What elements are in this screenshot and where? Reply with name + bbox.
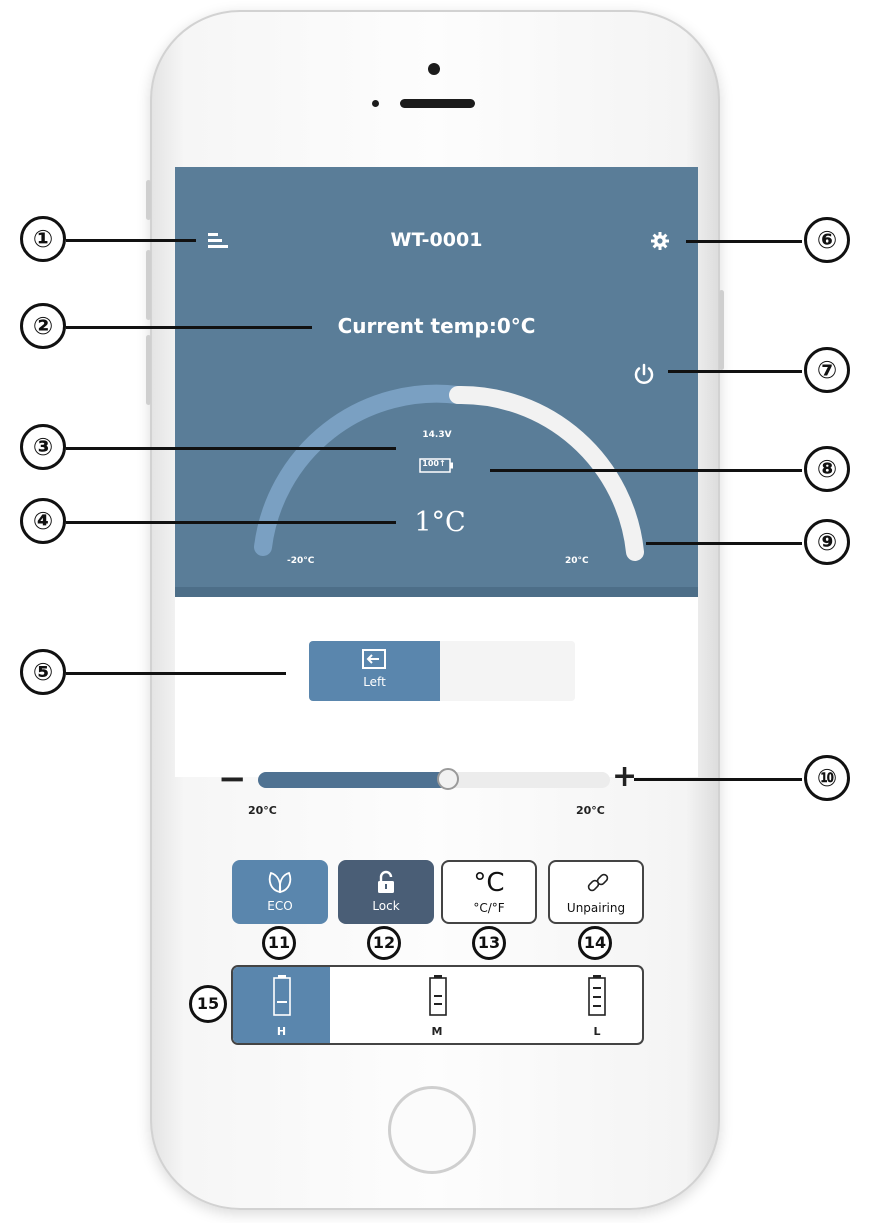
callout-2-line	[66, 326, 312, 329]
callout-4-line	[66, 521, 396, 524]
temperature-gauge	[254, 384, 644, 561]
gauge-max-label: 20°C	[565, 556, 589, 566]
callout-10-line	[634, 778, 802, 781]
unlink-icon	[587, 873, 609, 892]
gauge-fill-arc[interactable]	[449, 385, 644, 561]
proximity-sensor	[372, 100, 379, 107]
callout-7-line	[668, 370, 802, 373]
callout-6: ⑥	[804, 217, 850, 263]
level-high-label: H	[276, 1025, 287, 1038]
unpairing-button[interactable]: Unpairing	[548, 860, 644, 924]
zone-selector: Left	[309, 641, 575, 701]
earpiece-speaker	[400, 99, 475, 108]
eco-label: ECO	[267, 899, 293, 913]
callout-7: ⑦	[804, 347, 850, 393]
unit-label: °C/°F	[473, 901, 505, 915]
slider-min-label: 20°C	[248, 804, 277, 817]
zone-right-button[interactable]	[440, 641, 575, 701]
panel-bottom-edge	[175, 587, 698, 597]
gauge-track	[254, 384, 467, 556]
callout-15: 15	[189, 985, 227, 1023]
zone-left-button[interactable]: Left	[309, 641, 440, 701]
callout-8-line	[490, 469, 802, 472]
battery-icon	[419, 458, 453, 473]
callout-8: ⑧	[804, 446, 850, 492]
level-selector: H M L	[231, 965, 644, 1045]
callout-1-line	[66, 239, 196, 242]
thermostat-panel: WT-0001 Current temp:0°C 14.3V 100↑ 1°C …	[175, 167, 698, 597]
arrow-left-icon	[362, 649, 386, 669]
callout-12: 12	[367, 926, 401, 960]
lock-icon	[378, 870, 394, 893]
increase-button[interactable]: +	[612, 759, 638, 794]
level-low-button[interactable]: L	[488, 967, 642, 1043]
level-medium-label: M	[431, 1025, 443, 1038]
power-icon[interactable]	[633, 363, 655, 385]
home-button[interactable]	[388, 1086, 476, 1174]
callout-1: ①	[20, 216, 66, 262]
eco-button[interactable]: ECO	[232, 860, 328, 924]
level-medium-button[interactable]: M	[330, 967, 488, 1043]
gear-icon[interactable]	[651, 232, 669, 250]
phone-screen: WT-0001 Current temp:0°C 14.3V 100↑ 1°C …	[175, 167, 698, 777]
volume-down-button	[146, 335, 151, 405]
set-temperature: 1°C	[414, 507, 466, 538]
decrease-button[interactable]: −	[218, 759, 247, 799]
battery-medium-icon	[429, 975, 447, 1016]
volume-up-button	[146, 250, 151, 320]
celsius-icon: °C	[473, 868, 505, 898]
current-temperature: Current temp:0°C	[337, 314, 536, 338]
battery-low-icon	[588, 975, 606, 1016]
device-title: WT-0001	[390, 229, 483, 251]
unpairing-label: Unpairing	[566, 901, 626, 915]
zone-left-label: Left	[363, 675, 386, 689]
callout-13: 13	[472, 926, 506, 960]
power-side-button	[719, 290, 724, 370]
slider-max-label: 20°C	[576, 804, 605, 817]
callout-9: ⑨	[804, 519, 850, 565]
callout-5-line	[66, 672, 286, 675]
callout-5: ⑤	[20, 649, 66, 695]
voltage-readout: 14.3V	[422, 430, 452, 440]
callout-2: ②	[20, 303, 66, 349]
callout-9-line	[646, 542, 802, 545]
callout-4: ④	[20, 498, 66, 544]
lock-button[interactable]: Lock	[338, 860, 434, 924]
slider-fill	[258, 772, 448, 788]
callout-3: ③	[20, 424, 66, 470]
temperature-slider[interactable]	[258, 768, 610, 790]
callout-14: 14	[578, 926, 612, 960]
level-high-button[interactable]: H	[233, 967, 330, 1043]
callout-3-line	[66, 447, 396, 450]
callout-10: ⑩	[804, 755, 850, 801]
battery-high-icon	[273, 975, 291, 1016]
level-low-label: L	[593, 1025, 601, 1038]
slider-thumb[interactable]	[437, 768, 459, 790]
gauge-min-label: -20°C	[287, 556, 315, 566]
silent-switch	[146, 180, 151, 220]
unit-toggle-button[interactable]: °C °C/°F	[441, 860, 537, 924]
callout-6-line	[686, 240, 802, 243]
lock-label: Lock	[372, 899, 400, 913]
battery-level: 100↑	[422, 459, 446, 468]
leaf-icon	[268, 871, 292, 894]
menu-icon[interactable]	[208, 232, 228, 250]
front-camera	[428, 63, 440, 75]
callout-11: 11	[262, 926, 296, 960]
